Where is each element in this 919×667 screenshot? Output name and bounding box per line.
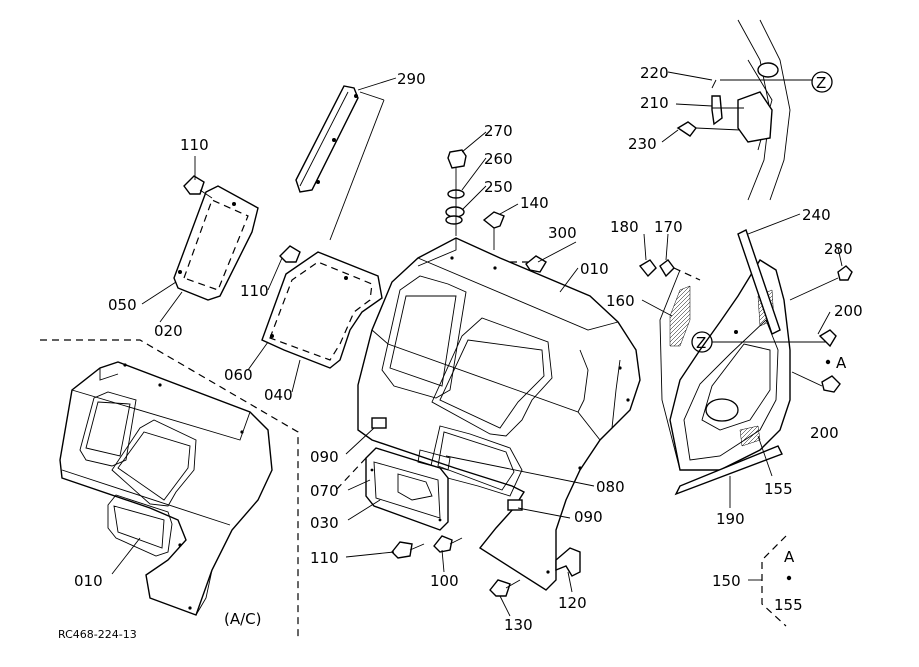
bolt-200-upper [818, 329, 837, 348]
main-window-left [381, 275, 467, 399]
reference-labels: Z Z A A (A/C) RC468-224-13 [58, 74, 847, 641]
label-120: 120 [558, 594, 587, 612]
label-020: 020 [154, 322, 183, 340]
rail-190 [674, 445, 783, 496]
label-130: 130 [504, 616, 533, 634]
label-210: 210 [640, 94, 669, 112]
hardware-stack [445, 149, 547, 273]
bracket-290-group [295, 85, 385, 241]
mount-plate [737, 91, 773, 143]
lower-cover-group [335, 447, 451, 531]
side-panel-group [638, 229, 853, 496]
label-080: 080 [596, 478, 625, 496]
label-110-top: 110 [180, 136, 209, 154]
bolt-110-mid [279, 245, 301, 263]
clip-170 [659, 259, 675, 278]
bracket-290 [295, 85, 359, 193]
label-300: 300 [548, 224, 577, 242]
label-140: 140 [520, 194, 549, 212]
label-150: 150 [712, 572, 741, 590]
callout-150-group [761, 535, 792, 627]
ref-z-side-letter: Z [696, 334, 706, 352]
cover-070 [365, 447, 449, 531]
strip-240 [737, 229, 781, 335]
label-110-mid: 110 [240, 282, 269, 300]
nut-250 [445, 215, 463, 225]
clip-090-upper [371, 417, 387, 429]
label-240: 240 [802, 206, 831, 224]
clip-090-lower [507, 499, 523, 511]
main-window-right [431, 317, 553, 437]
main-panel-outline [357, 237, 641, 591]
callout-a-dot [786, 575, 792, 581]
label-090-lower: 090 [574, 508, 603, 526]
bolt-110-low [391, 541, 413, 559]
lid-020-group [173, 185, 259, 301]
label-030: 030 [310, 514, 339, 532]
label-190: 190 [716, 510, 745, 528]
side-panel-opening [701, 343, 771, 431]
ref-a-letter: A [836, 354, 847, 372]
part-labels: 290 270 260 250 140 110 050 020 110 060 … [74, 64, 863, 634]
detail-z-group [676, 19, 833, 201]
panel-040-group [261, 251, 383, 369]
ac-variant-boundary [40, 339, 299, 640]
label-160: 160 [606, 292, 635, 310]
label-040: 040 [264, 386, 293, 404]
ref-z-circle-top [811, 71, 833, 93]
clip-180 [638, 259, 657, 278]
callout-a-letter: A [784, 548, 795, 566]
bolt-130 [489, 579, 511, 597]
bolt-110-top [183, 175, 205, 195]
label-155-panel: 155 [764, 480, 793, 498]
label-060: 060 [224, 366, 253, 384]
label-010-main: 010 [580, 260, 609, 278]
ac-window-right [111, 419, 197, 507]
label-230: 230 [628, 135, 657, 153]
knob-270 [447, 149, 467, 169]
bolt-280 [837, 265, 853, 281]
fasteners-group [183, 175, 581, 597]
grommet-300 [525, 255, 547, 273]
variant-label: (A/C) [224, 610, 262, 628]
side-panel-hatch [739, 425, 761, 447]
callout-150-bracket [761, 535, 787, 627]
label-010-ac: 010 [74, 572, 103, 590]
ref-a-dot [825, 359, 831, 365]
label-070: 070 [310, 482, 339, 500]
drawing-code: RC468-224-13 [58, 628, 137, 641]
leader-lines [111, 71, 843, 617]
bolt-230 [676, 121, 697, 137]
main-panel-group [357, 237, 641, 591]
label-250: 250 [484, 178, 513, 196]
bolt-100 [433, 535, 453, 553]
label-170: 170 [654, 218, 683, 236]
label-290: 290 [397, 70, 426, 88]
main-lower-window [429, 425, 523, 497]
bolt-140 [482, 211, 505, 229]
bracket-120 [555, 547, 581, 577]
ref-z-top-letter: Z [816, 74, 826, 92]
label-090-upper: 090 [310, 448, 339, 466]
ac-window-left [79, 391, 137, 467]
label-110-low: 110 [310, 549, 339, 567]
side-panel-hole [705, 398, 739, 422]
ac-lower-window [107, 494, 173, 557]
bolt-200-lower [821, 375, 841, 393]
label-155-callout: 155 [774, 596, 803, 614]
label-280: 280 [824, 240, 853, 258]
ac-variant-group [40, 339, 299, 640]
label-200-lower: 200 [810, 424, 839, 442]
label-200-upper: 200 [834, 302, 863, 320]
label-270: 270 [484, 122, 513, 140]
label-180: 180 [610, 218, 639, 236]
lid-020 [173, 185, 259, 301]
label-220: 220 [640, 64, 669, 82]
label-100: 100 [430, 572, 459, 590]
seal-160 [669, 285, 691, 347]
bracket-210 [711, 95, 723, 126]
label-260: 260 [484, 150, 513, 168]
label-050: 050 [108, 296, 137, 314]
